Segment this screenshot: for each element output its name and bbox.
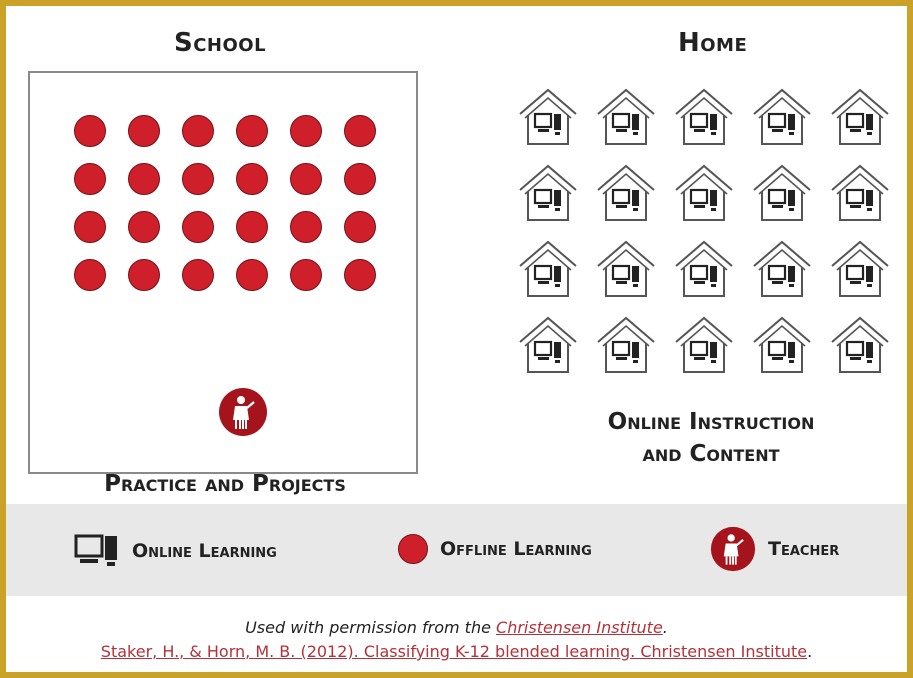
- student-dot: [290, 259, 322, 291]
- legend: Online Learning Offline Learning Teacher: [6, 504, 907, 596]
- citation-link[interactable]: Staker, H., & Horn, M. B. (2012). Classi…: [100, 642, 808, 661]
- credit-line-2: Staker, H., & Horn, M. B. (2012). Classi…: [6, 642, 907, 661]
- student-dot: [344, 211, 376, 243]
- house-icon: [750, 160, 814, 228]
- student-dot: [74, 115, 106, 147]
- home-caption-line2: and Content: [642, 441, 780, 467]
- house-icon: [594, 84, 658, 152]
- school-caption: Practice and Projects: [104, 471, 346, 497]
- credit-suffix-2: .: [807, 642, 813, 661]
- credit-line-1: Used with permission from the Christense…: [6, 618, 907, 637]
- house-icon: [594, 160, 658, 228]
- computer-icon: [74, 534, 117, 566]
- house-icon: [516, 160, 580, 228]
- house-icon: [828, 236, 892, 304]
- student-dot: [128, 211, 160, 243]
- student-dot: [128, 115, 160, 147]
- student-dot: [236, 115, 268, 147]
- house-icon: [750, 84, 814, 152]
- legend-offline-label: Offline Learning: [440, 538, 592, 560]
- student-dot: [290, 211, 322, 243]
- house-icon: [594, 312, 658, 380]
- house-icon: [672, 236, 736, 304]
- house-icon: [516, 236, 580, 304]
- legend-teacher: Teacher: [710, 526, 839, 572]
- student-dot: [344, 163, 376, 195]
- house-icon: [828, 160, 892, 228]
- teacher-icon: [710, 526, 756, 572]
- school-box: Practice and Projects: [28, 71, 418, 497]
- student-dot: [236, 163, 268, 195]
- house-icon: [750, 236, 814, 304]
- house-icon: [672, 84, 736, 152]
- house-icon: [516, 312, 580, 380]
- student-dot: [290, 163, 322, 195]
- credit-suffix-1: .: [662, 618, 668, 637]
- home-title: Home: [678, 28, 748, 58]
- student-dot: [128, 163, 160, 195]
- student-dot: [182, 115, 214, 147]
- home-caption-line1: Online Instruction: [607, 409, 815, 435]
- legend-online: Online Learning: [74, 534, 277, 568]
- house-icon: [828, 312, 892, 380]
- house-icon: [828, 84, 892, 152]
- student-dot: [128, 259, 160, 291]
- credit-prefix: Used with permission from the: [245, 618, 497, 637]
- house-icon: [672, 160, 736, 228]
- student-dot: [74, 259, 106, 291]
- house-icon: [516, 84, 580, 152]
- house-icon: [672, 312, 736, 380]
- student-dot: [236, 211, 268, 243]
- student-dot: [182, 259, 214, 291]
- student-dot: [290, 115, 322, 147]
- home-caption: Online Instruction and Content: [526, 406, 896, 470]
- teacher-icon: [218, 387, 268, 441]
- house-icon: [594, 236, 658, 304]
- student-dot: [74, 163, 106, 195]
- legend-offline: Offline Learning: [398, 534, 592, 564]
- student-dot: [344, 115, 376, 147]
- student-dot: [236, 259, 268, 291]
- student-dot: [74, 211, 106, 243]
- house-icon: [750, 312, 814, 380]
- christensen-link[interactable]: Christensen Institute: [496, 618, 663, 637]
- offline-dot-icon: [398, 534, 428, 564]
- legend-teacher-label: Teacher: [768, 538, 840, 560]
- student-dot: [182, 211, 214, 243]
- legend-online-label: Online Learning: [132, 540, 277, 562]
- student-dot: [182, 163, 214, 195]
- school-title: School: [174, 28, 267, 58]
- student-dot: [344, 259, 376, 291]
